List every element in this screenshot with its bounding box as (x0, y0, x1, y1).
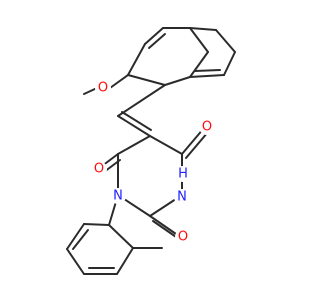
bond (148, 33, 166, 49)
tolyl-ring (66, 194, 163, 275)
atom-label: H (178, 167, 188, 182)
bond (116, 247, 134, 275)
bond (215, 29, 236, 53)
atom-right-oxygen: O (199, 119, 215, 135)
atom-urea-oxygen: O (175, 229, 191, 245)
atom-label: O (94, 162, 104, 177)
atom-methoxy-oxygen: O (95, 80, 111, 96)
atom-label: O (178, 230, 188, 245)
atom-aryl-nitrogen: N (110, 188, 126, 204)
bond (223, 51, 236, 76)
bond (144, 27, 164, 45)
atom-label: O (202, 120, 212, 135)
atom-label: N (177, 190, 187, 205)
bond (164, 76, 191, 86)
bond (189, 51, 209, 78)
vinyl-linker (117, 84, 166, 137)
bond (181, 127, 205, 155)
molecule-canvas: O O O H N O N (66, 27, 236, 275)
atom-label: O (98, 81, 108, 96)
bond (194, 69, 221, 72)
bond (117, 84, 166, 117)
bond (127, 74, 166, 86)
bond (189, 74, 225, 78)
bond (83, 87, 98, 95)
atom-amide-n-right: N (174, 189, 190, 205)
methoxy-group (83, 74, 129, 95)
molecule-structure: O O O H N O N (66, 27, 236, 275)
bond (121, 111, 152, 131)
bond (185, 131, 209, 159)
bond (152, 220, 180, 240)
bond (189, 27, 209, 53)
bond (117, 135, 151, 155)
bond (72, 229, 89, 250)
bond (189, 27, 217, 31)
bond (149, 215, 177, 235)
bond (149, 135, 183, 155)
bond (66, 248, 85, 275)
pyrimidinetrione-ring (101, 127, 209, 240)
naphthalene-ring (127, 27, 236, 86)
bond (66, 223, 85, 250)
bond (127, 43, 146, 76)
atom-label: N (113, 189, 123, 204)
bond (117, 115, 151, 137)
atom-left-oxygen: O (91, 161, 107, 177)
bond (109, 74, 129, 89)
bond (83, 223, 110, 226)
atom-amide-nh: H (175, 166, 191, 182)
bond (108, 224, 134, 249)
